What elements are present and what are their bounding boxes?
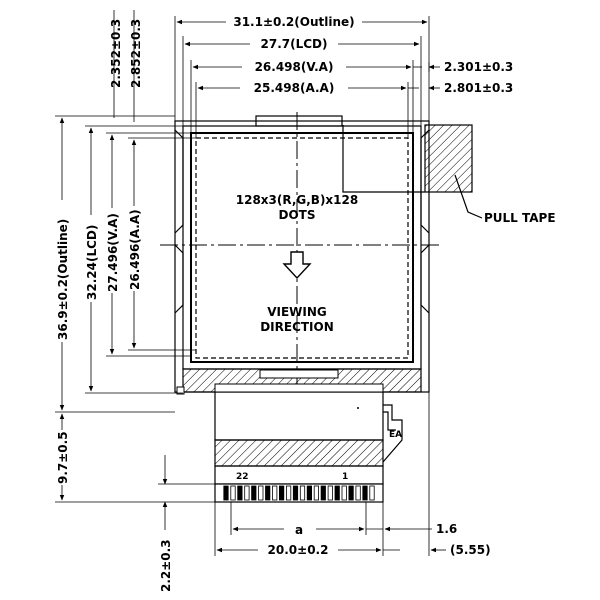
connector-pin [362, 485, 368, 501]
dots-label: DOTS [279, 208, 316, 222]
resolution-label: 128x3(R,G,B)x128 [236, 193, 358, 207]
right-va-offset-dim: 2.301±0.3 [444, 60, 513, 74]
center-labels: 128x3(R,G,B)x128 DOTS VIEWING DIRECTION [236, 193, 358, 334]
fpc-right-offset-dim: (5.55) [450, 543, 491, 557]
direction-label: DIRECTION [260, 320, 334, 334]
connector-pin [251, 485, 257, 501]
connector-pin [244, 485, 250, 501]
pull-tape: PULL TAPE [342, 124, 556, 225]
lcd-width-dim: 27.7(LCD) [261, 37, 328, 51]
connector-pin [348, 485, 354, 501]
pin-first-label: 22 [236, 472, 249, 482]
viewing-label: VIEWING [267, 305, 327, 319]
connector-pin [258, 485, 264, 501]
connector-pin [355, 485, 361, 501]
pin-pitch-height-dim: 2.2±0.3 [159, 539, 173, 592]
viewing-direction-arrow-icon [282, 251, 312, 280]
connector-pin [278, 485, 285, 501]
left-dimensions: 2.352±0.3 2.852±0.3 36.9±0.2(Outline) 32… [55, 10, 215, 592]
pin-span-dim: a [295, 523, 303, 537]
fpc-width-dim: 20.0±0.2 [268, 543, 329, 557]
va-width-dim: 26.498(V.A) [255, 60, 334, 74]
connector-pin [306, 485, 313, 501]
outline-width-dim: 31.1±0.2(Outline) [233, 15, 354, 29]
connector-pin [223, 485, 229, 501]
connector-pin [230, 485, 236, 501]
pin-last-label: 1 [342, 472, 348, 482]
connector-pin [320, 485, 326, 501]
fpc: EA 22 1 [214, 392, 403, 503]
connector-pin [369, 485, 375, 501]
connector-pin [299, 485, 306, 501]
va-height-dim: 27.496(V.A) [106, 213, 120, 292]
connector-pin [334, 485, 340, 501]
pin-offset-dim: 1.6 [436, 522, 457, 536]
connector-pin [313, 485, 320, 501]
top-va-offset-dim: 2.352±0.3 [109, 19, 123, 88]
outline-height-dim: 36.9±0.2(Outline) [56, 219, 70, 340]
bottom-ledge [176, 368, 422, 395]
ea-marker: EA [389, 430, 402, 440]
lcd-height-dim: 32.24(LCD) [85, 225, 99, 300]
pull-tape-label: PULL TAPE [484, 211, 556, 225]
connector-pin [265, 485, 271, 501]
right-aa-offset-dim: 2.801±0.3 [444, 81, 513, 95]
connector-pin [292, 485, 299, 501]
aa-width-dim: 25.498(A.A) [254, 81, 335, 95]
fpc-height-dim: 9.7±0.5 [56, 431, 70, 484]
connector-pin [327, 485, 333, 501]
corner-mark [176, 386, 185, 395]
bottom-dimensions: a 1.6 20.0±0.2 (5.55) [214, 392, 491, 557]
connector-pin [272, 485, 278, 501]
top-dimensions: 31.1±0.2(Outline) 27.7(LCD) 26.498(V.A) … [174, 15, 513, 138]
top-aa-offset-dim: 2.852±0.3 [129, 19, 143, 88]
aa-height-dim: 26.496(A.A) [128, 209, 142, 290]
connector-pins [223, 485, 375, 501]
connector-pin [285, 485, 292, 501]
connector-pin [237, 485, 243, 501]
connector-pin [341, 485, 347, 501]
